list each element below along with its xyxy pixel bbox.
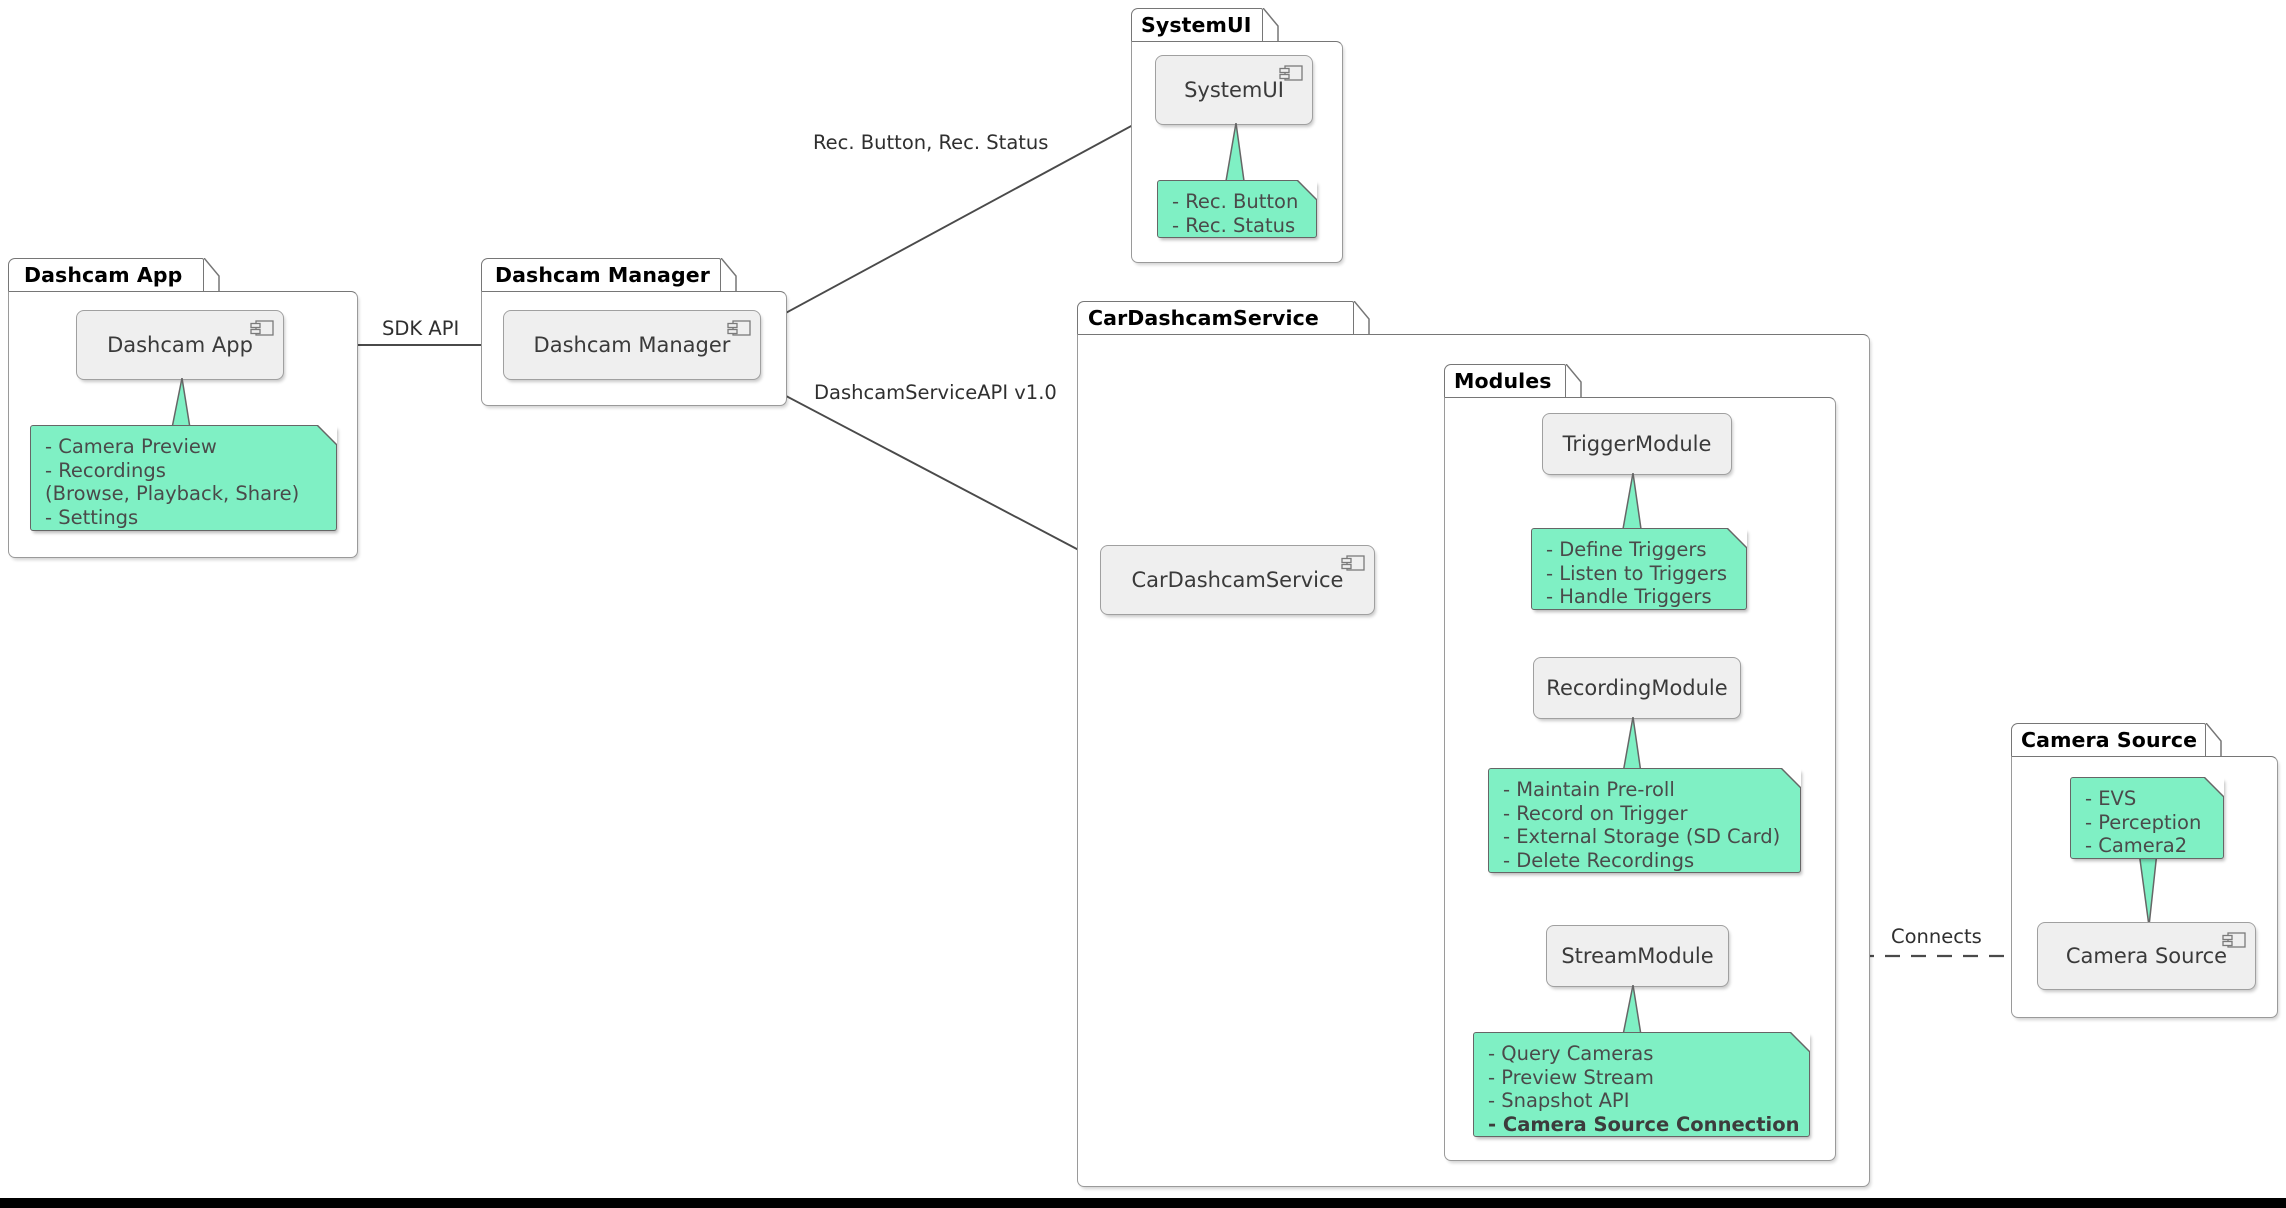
edge-manager-to-service <box>751 377 1093 558</box>
component-label: TriggerModule <box>1562 432 1712 456</box>
component-systemui[interactable]: SystemUI <box>1155 55 1313 125</box>
uml-component-icon <box>1279 64 1303 83</box>
note-line: - Query Cameras <box>1488 1042 1654 1065</box>
note-line: - Handle Triggers <box>1546 585 1712 608</box>
package-title-camera-source: Camera Source <box>2021 728 2198 752</box>
bottom-bar <box>0 1198 2286 1208</box>
edge-label-sdk-api: SDK API <box>382 317 460 340</box>
edge-label-connects: Connects <box>1891 925 1982 948</box>
package-tab-slant <box>1263 8 1279 42</box>
note-line: - Settings <box>45 505 139 529</box>
note-dashcam-app: - Camera Preview - Recordings (Browse, P… <box>30 424 338 531</box>
note-fold-corner <box>1780 767 1802 789</box>
note-fold-corner <box>1296 179 1318 201</box>
note-stream-module: - Query Cameras - Preview Stream - Snaps… <box>1473 1031 1811 1137</box>
note-line: - Snapshot API <box>1488 1089 1630 1112</box>
package-tab-camera-source <box>2011 723 2206 757</box>
package-title-car-dashcam-service: CarDashcamService <box>1088 306 1319 330</box>
package-tab-slant <box>721 258 737 292</box>
package-title-modules: Modules <box>1454 369 1552 393</box>
component-label: Dashcam App <box>107 333 253 357</box>
component-label: StreamModule <box>1561 944 1714 968</box>
note-systemui: - Rec. Button - Rec. Status <box>1157 179 1318 238</box>
note-fold-corner <box>2203 776 2225 798</box>
package-tab-modules <box>1444 364 1566 398</box>
note-fold-corner <box>316 424 338 446</box>
note-line: - Record on Trigger <box>1503 801 1688 825</box>
note-recording-module: - Maintain Pre-roll - Record on Trigger … <box>1488 767 1802 873</box>
note-line: - Rec. Button <box>1172 190 1299 213</box>
note-camera-source: - EVS - Perception - Camera2 <box>2070 776 2225 859</box>
note-line: - Preview Stream <box>1488 1065 1654 1089</box>
note-line: - Define Triggers <box>1546 538 1707 561</box>
uml-component-icon <box>250 319 274 338</box>
package-tab-slant <box>204 258 220 292</box>
note-fold-corner <box>1789 1031 1811 1053</box>
note-line: - Delete Recordings <box>1503 848 1695 872</box>
package-tab-slant <box>2206 723 2222 757</box>
component-dashcam-manager[interactable]: Dashcam Manager <box>503 310 761 380</box>
package-tab-slant <box>1566 364 1582 398</box>
note-line: (Browse, Playback, Share) <box>45 482 300 505</box>
component-dashcam-app[interactable]: Dashcam App <box>76 310 284 380</box>
component-label: Camera Source <box>2065 944 2228 968</box>
note-line: - Camera2 <box>2085 834 2188 857</box>
component-camera-source[interactable]: Camera Source <box>2037 922 2256 990</box>
note-tail-camera-source <box>2135 851 2163 932</box>
component-trigger-module[interactable]: TriggerModule <box>1542 413 1732 475</box>
edge-label-rec-button-status: Rec. Button, Rec. Status <box>813 131 1049 154</box>
package-tab-dashcam-manager <box>481 258 721 292</box>
package-title-dashcam-manager: Dashcam Manager <box>495 263 710 287</box>
note-trigger-module: - Define Triggers - Listen to Triggers -… <box>1531 527 1748 610</box>
note-line: - External Storage (SD Card) <box>1503 825 1781 848</box>
package-title-systemui: SystemUI <box>1141 13 1252 37</box>
edge-label-dashcam-service-api: DashcamServiceAPI v1.0 <box>814 381 1057 404</box>
note-line-highlighted: - Camera Source Connection <box>1488 1112 1800 1136</box>
component-label: CarDashcamService <box>1131 568 1344 592</box>
uml-component-icon <box>2222 931 2246 950</box>
package-tab-car-dashcam-service <box>1077 301 1354 335</box>
component-stream-module[interactable]: StreamModule <box>1546 925 1729 987</box>
uml-component-icon <box>727 319 751 338</box>
component-label: RecordingModule <box>1546 676 1728 700</box>
note-tail-trigger-module <box>1620 472 1648 535</box>
package-tab-slant <box>1354 301 1370 335</box>
note-tail-systemui <box>1222 122 1252 187</box>
note-line: - Camera Preview <box>45 435 217 458</box>
package-tab-dashcam-app <box>8 258 204 292</box>
note-fold-corner <box>1726 527 1748 549</box>
note-line: - EVS <box>2085 787 2137 810</box>
component-recording-module[interactable]: RecordingModule <box>1533 657 1741 719</box>
note-line: - Rec. Status <box>1172 213 1296 237</box>
note-line: - Listen to Triggers <box>1546 561 1728 585</box>
component-car-dashcam-service[interactable]: CarDashcamService <box>1100 545 1375 615</box>
note-line: - Recordings <box>45 458 166 482</box>
uml-component-icon <box>1341 554 1365 573</box>
note-line: - Maintain Pre-roll <box>1503 778 1675 801</box>
component-label: Dashcam Manager <box>533 333 731 357</box>
note-line: - Perception <box>2085 810 2202 834</box>
package-title-dashcam-app: Dashcam App <box>24 263 183 287</box>
component-label: SystemUI <box>1184 78 1284 102</box>
package-tab-systemui <box>1131 8 1263 42</box>
